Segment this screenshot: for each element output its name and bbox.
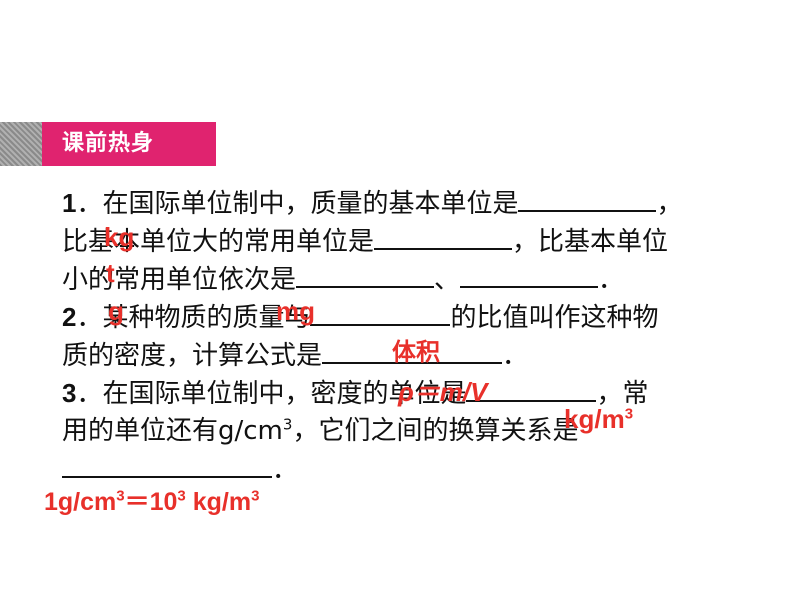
question-2-line-1: 2．某种物质的质量与的比值叫作这种物 bbox=[62, 300, 659, 333]
answer-formula: ρ＝m/V bbox=[398, 377, 488, 407]
answer-volume: 体积 bbox=[392, 338, 440, 366]
blank-smaller-unit-2[interactable] bbox=[460, 262, 599, 288]
answer-kg: kg bbox=[104, 222, 135, 252]
answer-g: g bbox=[108, 296, 124, 326]
answer-density-unit: kg/m3 bbox=[564, 404, 634, 434]
blank-base-unit[interactable] bbox=[518, 186, 657, 212]
section-header: 课前热身 bbox=[0, 122, 216, 166]
blank-smaller-unit-1[interactable] bbox=[296, 262, 435, 288]
question-1-line-1: 1．在国际单位制中，质量的基本单位是， bbox=[62, 186, 683, 219]
blank-volume[interactable] bbox=[310, 300, 451, 326]
question-3-line-3: ． bbox=[62, 452, 298, 487]
question-3-line-1: 3．在国际单位制中，密度的单位是，常 bbox=[62, 376, 649, 409]
question-3-line-2: 用的单位还有g/cm3，它们之间的换算关系是 bbox=[62, 415, 579, 446]
header-stripe-decoration bbox=[0, 122, 42, 166]
answer-mg: mg bbox=[276, 296, 315, 326]
answer-t: t bbox=[106, 258, 115, 288]
blank-larger-unit[interactable] bbox=[374, 224, 513, 250]
question-number: 2 bbox=[62, 302, 77, 332]
question-number: 1 bbox=[62, 188, 77, 218]
question-1-line-3: 小的常用单位依次是、． bbox=[62, 262, 624, 297]
question-number: 3 bbox=[62, 378, 77, 408]
blank-formula[interactable] bbox=[322, 338, 503, 364]
answer-conversion: 1g/cm3＝103 kg/m3 bbox=[44, 487, 260, 516]
blank-density-unit[interactable] bbox=[466, 376, 597, 402]
question-2-line-2: 质的密度，计算公式是． bbox=[62, 338, 528, 373]
blank-conversion[interactable] bbox=[62, 452, 272, 478]
section-title: 课前热身 bbox=[42, 122, 216, 166]
question-1-line-2: 比基本单位大的常用单位是，比基本单位 bbox=[62, 224, 668, 259]
